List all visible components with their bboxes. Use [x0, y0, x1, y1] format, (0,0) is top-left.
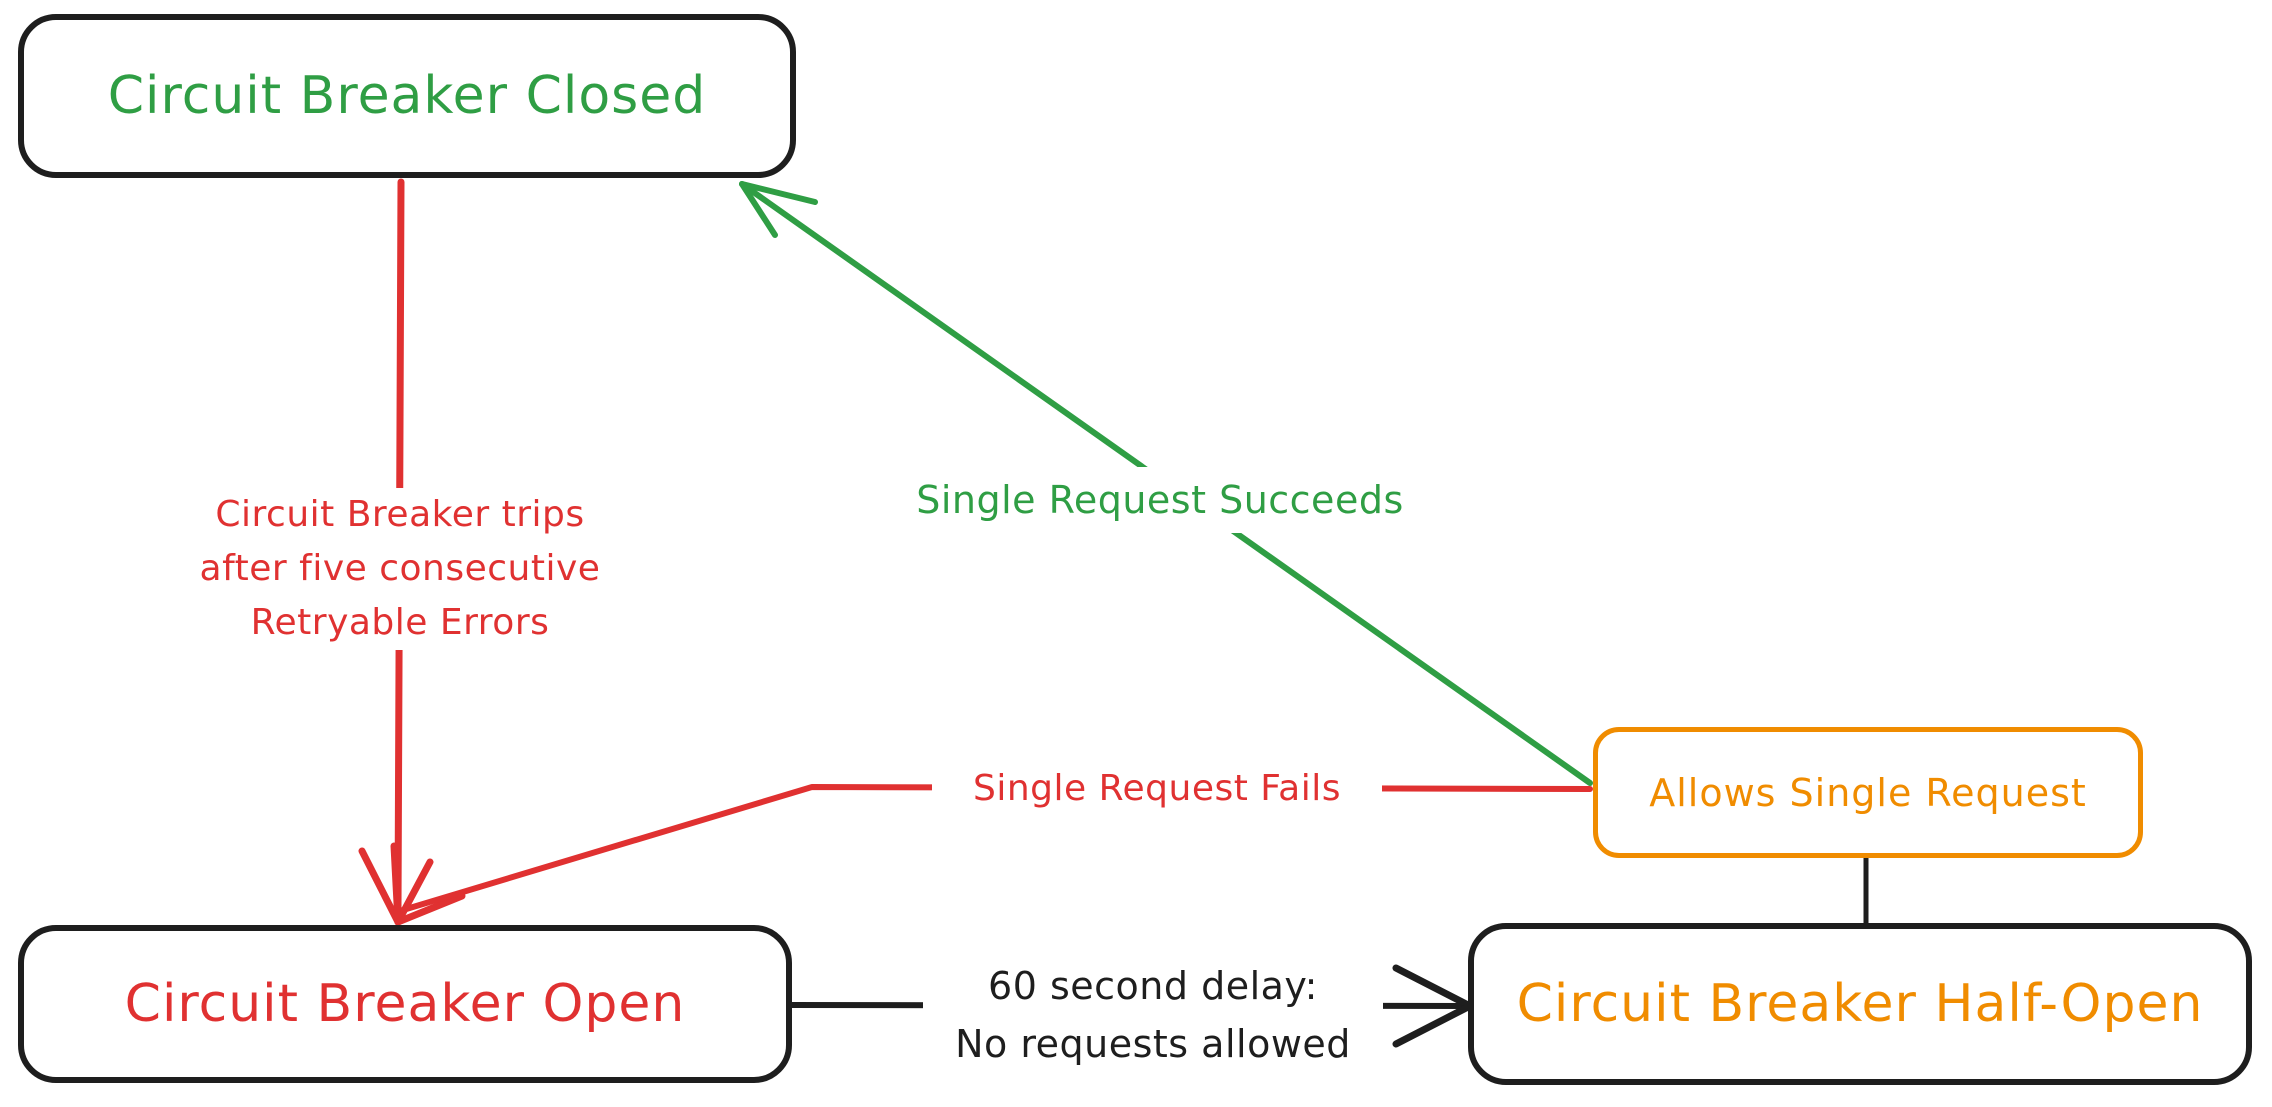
node-circuit-breaker-closed: Circuit Breaker Closed [18, 14, 796, 178]
arrowhead-right-icon [1392, 964, 1474, 1048]
edge-label-delay: 60 second delay: No requests allowed [923, 957, 1383, 1073]
node-circuit-breaker-open: Circuit Breaker Open [18, 925, 792, 1083]
node-label: Allows Single Request [1649, 770, 2087, 815]
node-label: Circuit Breaker Half-Open [1516, 974, 2204, 1034]
node-label: Circuit Breaker Closed [107, 66, 707, 126]
node-allows-single-request: Allows Single Request [1593, 727, 2143, 858]
arrowhead-up-left-icon [739, 181, 818, 238]
node-label: Circuit Breaker Open [124, 974, 686, 1034]
node-circuit-breaker-half-open: Circuit Breaker Half-Open [1468, 923, 2252, 1085]
edge-label-trips: Circuit Breaker trips after five consecu… [165, 488, 635, 650]
arrowhead-down-icon [358, 842, 466, 926]
edge-label-succeeds: Single Request Succeeds [880, 467, 1440, 533]
edge-label-fails: Single Request Fails [932, 757, 1382, 821]
